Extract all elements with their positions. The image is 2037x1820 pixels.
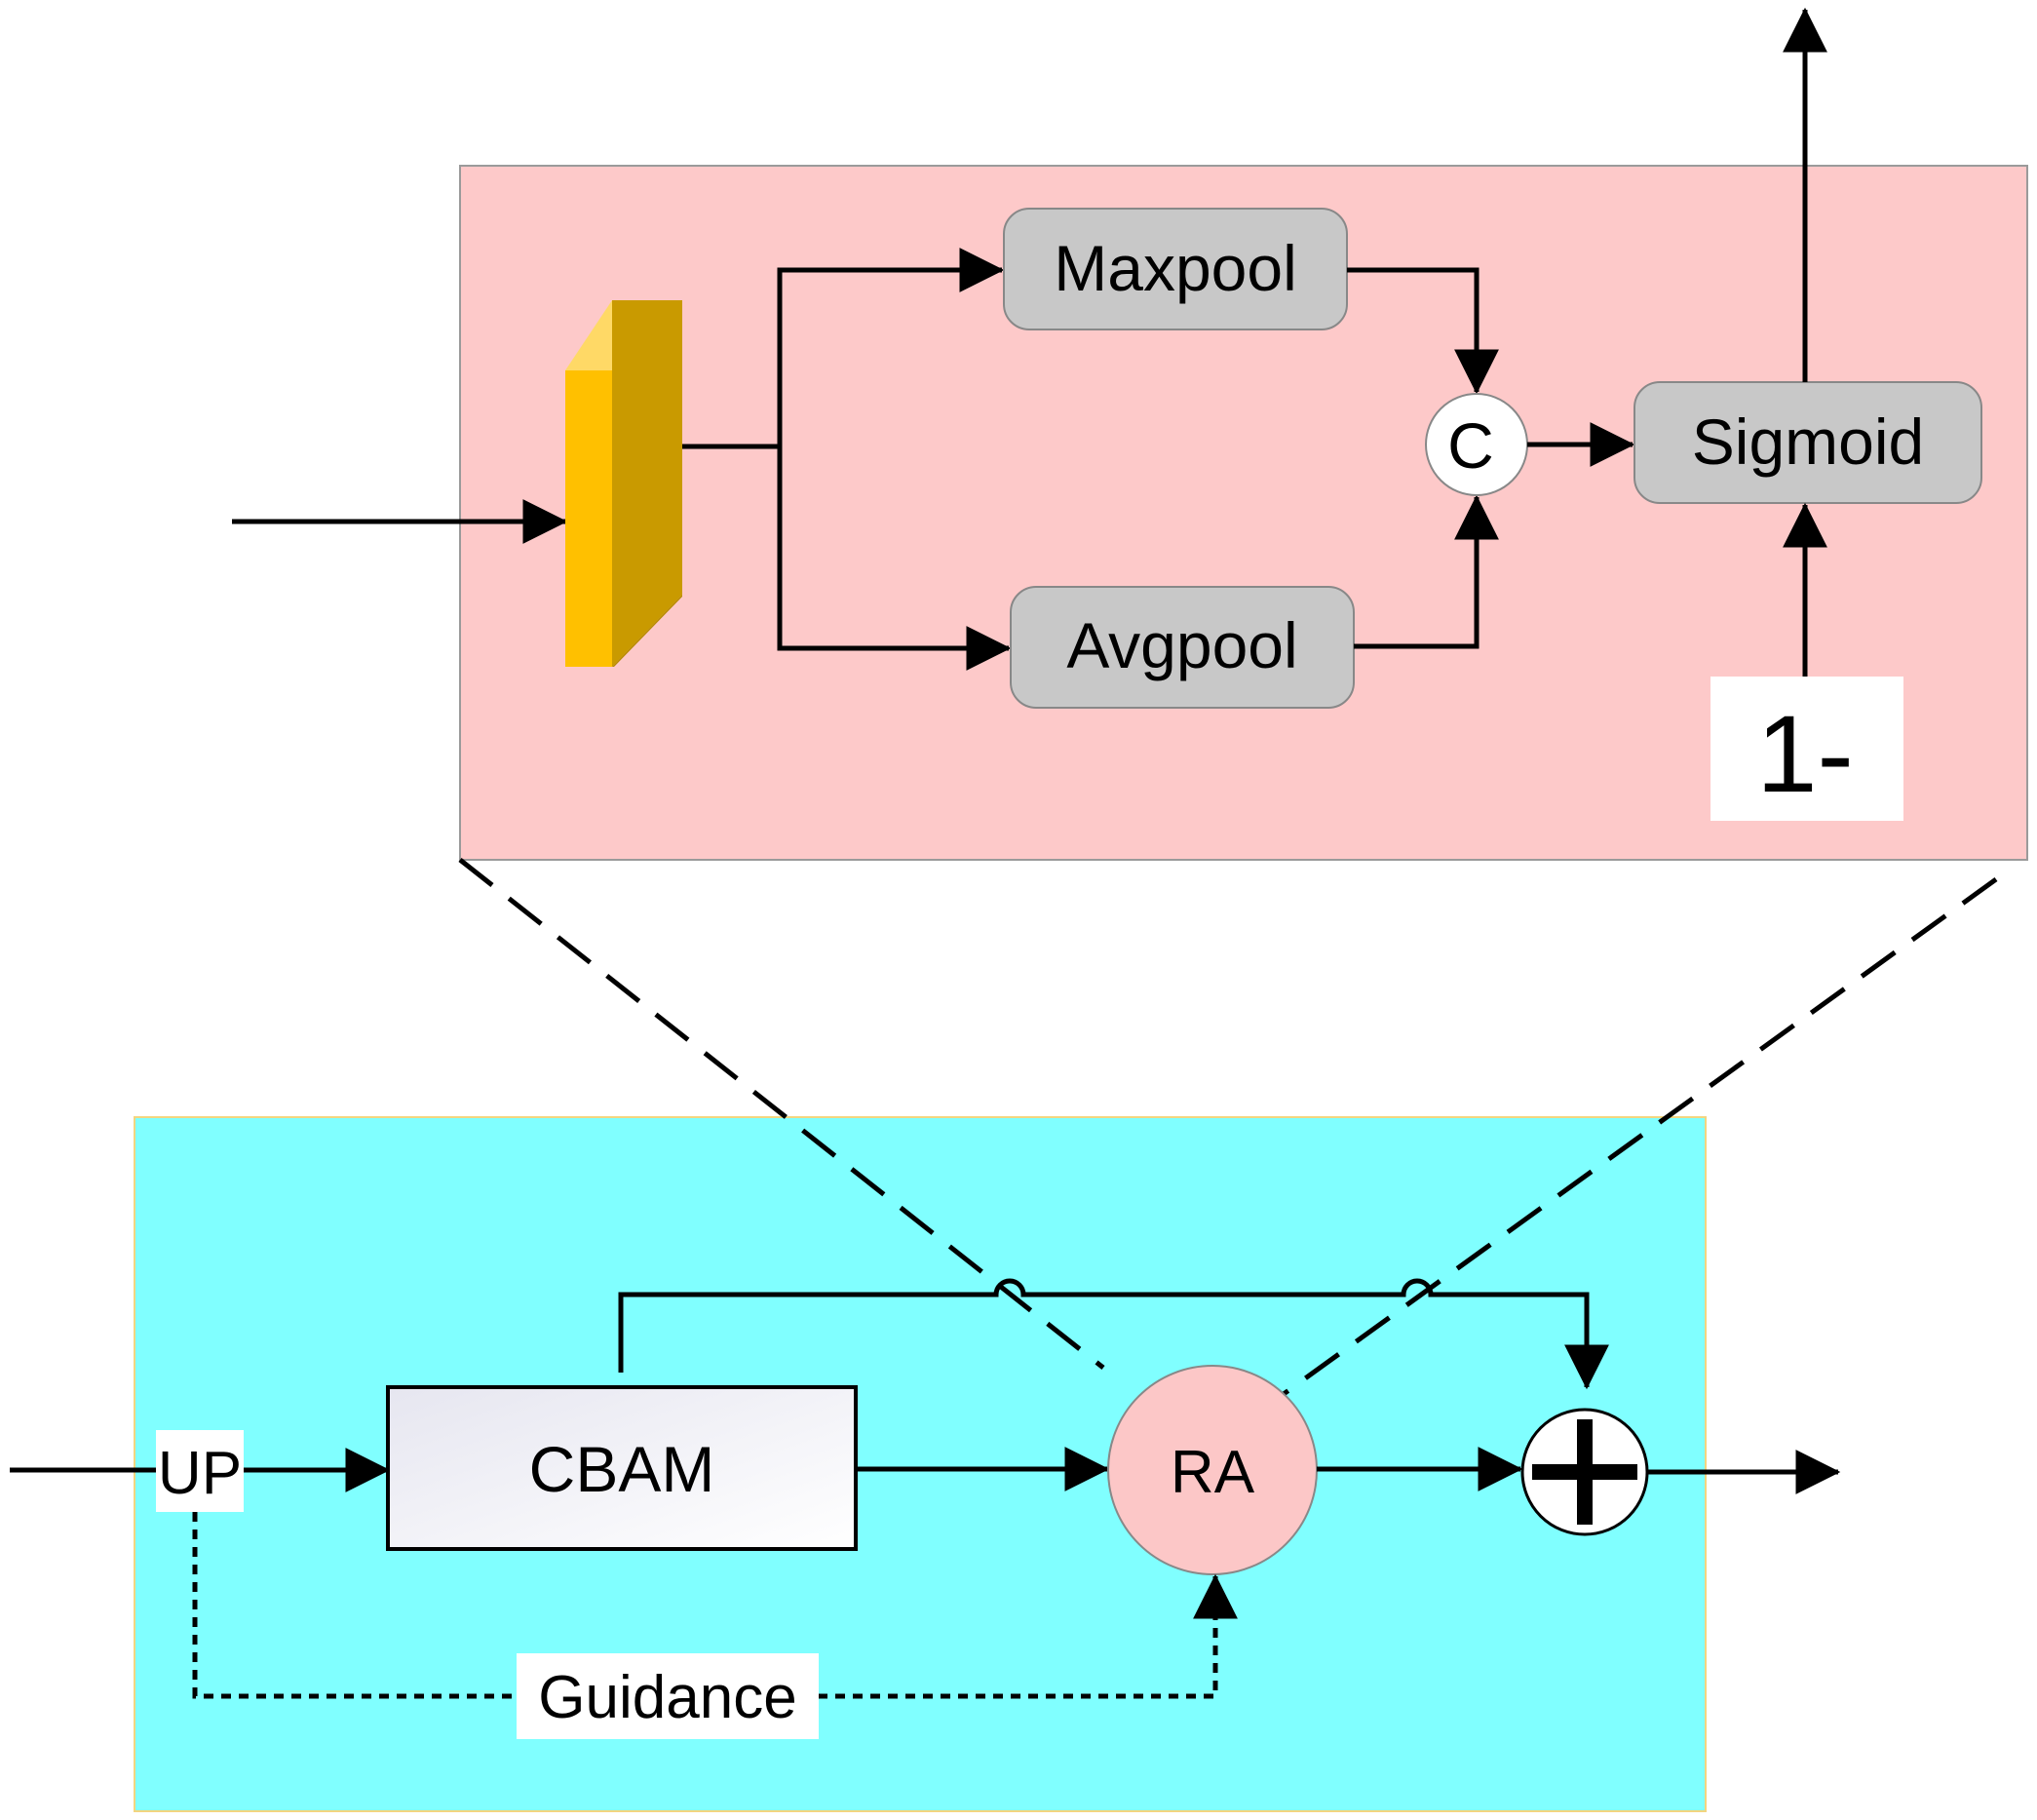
feature-map-block-icon: [565, 300, 682, 667]
cbam-label: CBAM: [529, 1433, 715, 1505]
zoom-line-right: [1282, 876, 1998, 1397]
sigmoid-label: Sigmoid: [1692, 406, 1924, 478]
maxpool-to-concat-line: [1347, 267, 1499, 395]
up-node: UP: [156, 1430, 244, 1512]
avgpool-label: Avgpool: [1066, 609, 1297, 681]
ra-node: RA: [1107, 1365, 1318, 1575]
one-minus-label: 1-: [1756, 693, 1854, 815]
avgpool-block: Avgpool: [1010, 586, 1355, 709]
plus-icon: [1520, 1408, 1649, 1536]
zoom-line-left: [458, 858, 1105, 1370]
guidance-label: Guidance: [538, 1664, 796, 1731]
branch-line-bottom: [777, 446, 1012, 671]
sigmoid-block: Sigmoid: [1633, 381, 1982, 504]
guidance-line: [192, 1512, 1238, 1699]
up-label: UP: [158, 1440, 242, 1507]
avgpool-to-concat-line: [1354, 494, 1499, 649]
one-minus-block: 1-: [1710, 677, 1903, 821]
ra-label: RA: [1171, 1439, 1255, 1506]
concat-node: C: [1425, 393, 1528, 496]
skip-connection-line: [618, 1278, 1609, 1390]
cbam-block: CBAM: [386, 1385, 858, 1551]
concat-label: C: [1447, 409, 1494, 482]
branch-line-top: [777, 248, 1005, 446]
maxpool-block: Maxpool: [1003, 208, 1348, 330]
maxpool-label: Maxpool: [1054, 232, 1296, 304]
guidance-tag: Guidance: [517, 1653, 819, 1739]
